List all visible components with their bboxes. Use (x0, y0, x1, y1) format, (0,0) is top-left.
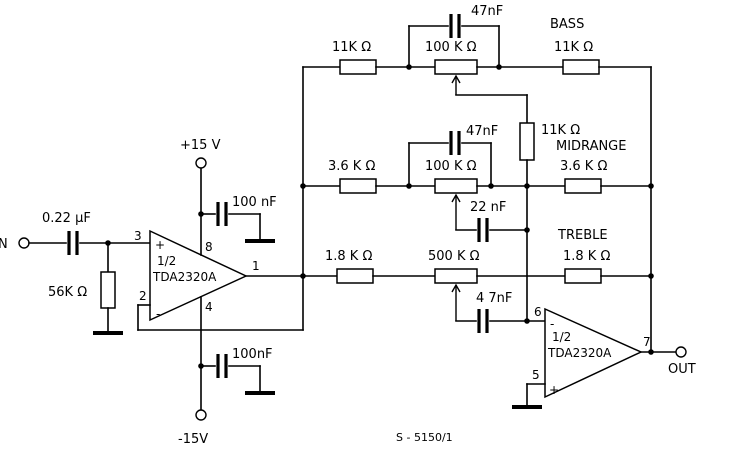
input-section (18, 231, 151, 335)
ic1-pin2: 2 (139, 289, 147, 303)
opamp-2-body (544, 307, 643, 399)
vertical-resistor (519, 122, 535, 161)
input-terminal (18, 237, 30, 249)
ic2-plus: + (549, 383, 559, 397)
midrange-resistor-left (339, 178, 377, 194)
ic1-name: TDA2320A (152, 270, 217, 284)
midrange-potentiometer (434, 178, 478, 194)
bass-resistor-right (562, 59, 600, 75)
opamp-2 (512, 307, 687, 409)
opamp-1 (137, 167, 304, 411)
ic2-name: TDA2320A (547, 346, 612, 360)
output-terminal (675, 346, 687, 358)
bass-potentiometer (434, 59, 478, 75)
vertical-resistor-label: 11K Ω (541, 123, 580, 138)
bass-network (302, 14, 652, 124)
ic1-minus: - (156, 307, 160, 321)
ic1-pin1: 1 (252, 259, 260, 273)
midrange-resistor-left-label: 3.6 K Ω (328, 159, 375, 174)
input-label: N (0, 237, 8, 252)
bass-capacitor-label: 47nF (471, 4, 503, 19)
input-resistor (100, 271, 116, 309)
ic1-half: 1/2 (157, 254, 176, 268)
ic2-minus: - (550, 317, 554, 331)
vpos-terminal (195, 157, 207, 169)
input-resistor-label: 56K Ω (48, 285, 87, 300)
vneg-capacitor-label: 100nF (232, 347, 273, 362)
midrange-network (302, 131, 652, 242)
bass-pot-label: 100 K Ω (425, 40, 477, 55)
treble-label: TREBLE (557, 228, 608, 243)
reference-code: S - 5150/1 (396, 431, 453, 444)
treble-resistor-left-label: 1.8 K Ω (325, 249, 372, 264)
ic1-plus: + (155, 238, 165, 252)
opamp-1-body (149, 229, 248, 322)
vpos-capacitor-label: 100 nF (232, 195, 277, 210)
treble-network (302, 268, 652, 333)
ic2-pin5: 5 (532, 368, 540, 382)
ic1-pin4: 4 (205, 300, 213, 314)
power-negative (195, 354, 275, 421)
midrange-capacitor-label: 47nF (466, 124, 498, 139)
bass-resistor-left (339, 59, 377, 75)
bass-resistor-left-label: 11K Ω (332, 40, 371, 55)
treble-pot-label: 500 K Ω (428, 249, 480, 264)
midrange-pot-label: 100 K Ω (425, 159, 477, 174)
input-capacitor-label: 0.22 µF (42, 211, 91, 226)
midrange-resistor-right (564, 178, 602, 194)
output-label: OUT (668, 362, 696, 377)
ic2-pin7: 7 (643, 335, 651, 349)
midrange-capacitor-22nf-label: 22 nF (470, 200, 506, 215)
power-positive (195, 157, 275, 243)
ic1-pin8: 8 (205, 240, 213, 254)
midrange-resistor-right-label: 3.6 K Ω (560, 159, 607, 174)
ic1-pin3: 3 (134, 229, 142, 243)
vneg-terminal (195, 409, 207, 421)
ic2-half: 1/2 (552, 330, 571, 344)
treble-potentiometer (434, 268, 478, 284)
treble-resistor-right (564, 268, 602, 284)
ic2-pin6: 6 (534, 305, 542, 319)
bass-resistor-right-label: 11K Ω (554, 40, 593, 55)
treble-resistor-right-label: 1.8 K Ω (563, 249, 610, 264)
vneg-label: -15V (178, 432, 208, 447)
vpos-label: +15 V (180, 138, 221, 153)
treble-capacitor-label: 4 7nF (476, 291, 512, 306)
bass-label: BASS (550, 17, 584, 32)
treble-resistor-left (336, 268, 374, 284)
midrange-label: MIDRANGE (556, 139, 626, 154)
